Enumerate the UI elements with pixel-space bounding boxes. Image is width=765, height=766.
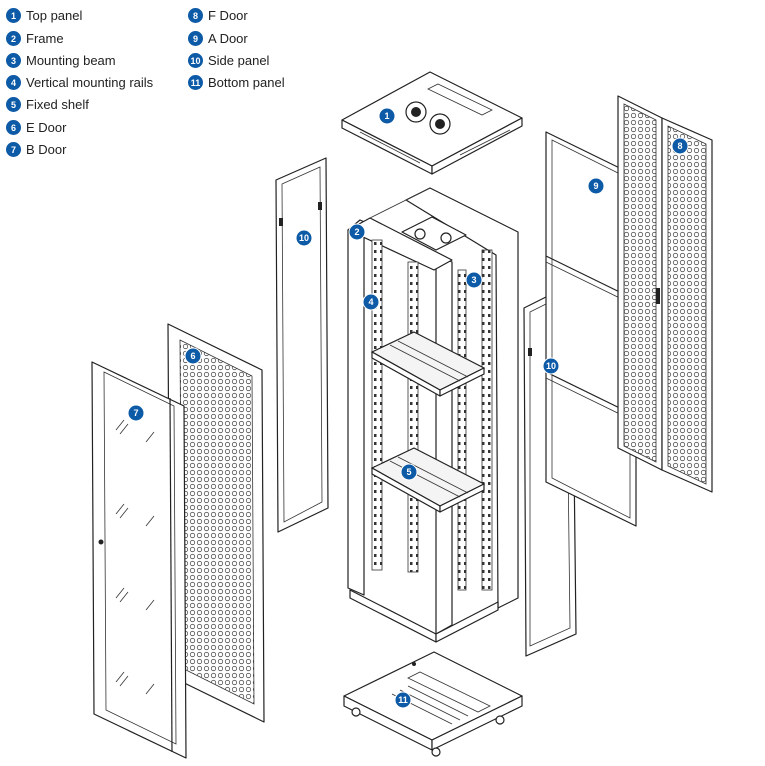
legend-label: Bottom panel [208,75,285,90]
legend-badge: 4 [6,75,21,90]
legend-item-bottom-panel: 11 Bottom panel [188,75,285,90]
legend: 1 Top panel 2 Frame 3 Mounting beam 4 Ve… [0,8,320,168]
side-panel-left [275,157,329,533]
callout-number: 4 [368,297,373,307]
callout-3: 3 [465,271,483,289]
bottom-panel [343,651,523,757]
legend-item-vertical-mounting-rails: 4 Vertical mounting rails [6,75,153,90]
legend-badge: 11 [188,75,203,90]
callout-number: 2 [354,227,359,237]
vertical-mounting-rail [457,269,467,591]
legend-badge: 5 [6,97,21,112]
legend-item-b-door: 7 B Door [6,142,66,157]
legend-label: Fixed shelf [26,97,89,112]
b-door [91,361,187,759]
legend-label: Vertical mounting rails [26,75,154,90]
legend-badge: 7 [6,142,21,157]
legend-badge: 2 [6,31,21,46]
legend-badge: 8 [188,8,203,23]
legend-label: B Door [26,142,67,157]
callout-1: 1 [378,107,396,125]
e-door [167,323,265,723]
legend-badge: 3 [6,53,21,68]
legend-item-top-panel: 1 Top panel [6,8,82,23]
legend-badge: 6 [6,120,21,135]
callout-10-left: 10 [295,229,313,247]
legend-label: Side panel [208,53,270,68]
callout-2: 2 [348,223,366,241]
callout-number: 6 [190,351,195,361]
caster-wheel [351,707,361,717]
callout-number: 9 [593,181,598,191]
legend-label: E Door [26,120,67,135]
callout-10-right: 10 [542,357,560,375]
callout-number: 7 [133,408,138,418]
legend-item-f-door: 8 F Door [188,8,248,23]
callout-4: 4 [362,293,380,311]
callout-number: 1 [384,111,389,121]
callout-6: 6 [184,347,202,365]
legend-label: A Door [208,31,248,46]
callout-5: 5 [400,463,418,481]
vertical-mounting-rail [371,239,383,571]
callout-number: 10 [546,361,556,371]
caster-wheel [495,715,505,725]
legend-item-mounting-beam: 3 Mounting beam [6,53,116,68]
legend-item-e-door: 6 E Door [6,120,66,135]
callout-7: 7 [127,404,145,422]
callout-number: 3 [471,275,476,285]
legend-label: Frame [26,31,64,46]
frame [347,187,519,643]
legend-label: Top panel [26,8,83,23]
callout-9: 9 [587,177,605,195]
callout-11: 11 [394,691,412,709]
caster-wheel [431,747,441,757]
legend-item-side-panel: 10 Side panel [188,53,269,68]
legend-item-frame: 2 Frame [6,31,64,46]
top-panel [341,71,523,175]
callout-8: 8 [671,137,689,155]
legend-label: Mounting beam [26,53,116,68]
vertical-mounting-rail [481,249,493,591]
f-door [617,95,713,493]
callout-number: 10 [299,233,309,243]
legend-badge: 9 [188,31,203,46]
vertical-mounting-rail [407,261,419,573]
callout-number: 11 [398,695,408,705]
legend-item-fixed-shelf: 5 Fixed shelf [6,97,89,112]
callout-number: 8 [677,141,682,151]
legend-item-a-door: 9 A Door [188,31,248,46]
legend-label: F Door [208,8,248,23]
callout-number: 5 [406,467,411,477]
legend-badge: 10 [188,53,203,68]
legend-badge: 1 [6,8,21,23]
